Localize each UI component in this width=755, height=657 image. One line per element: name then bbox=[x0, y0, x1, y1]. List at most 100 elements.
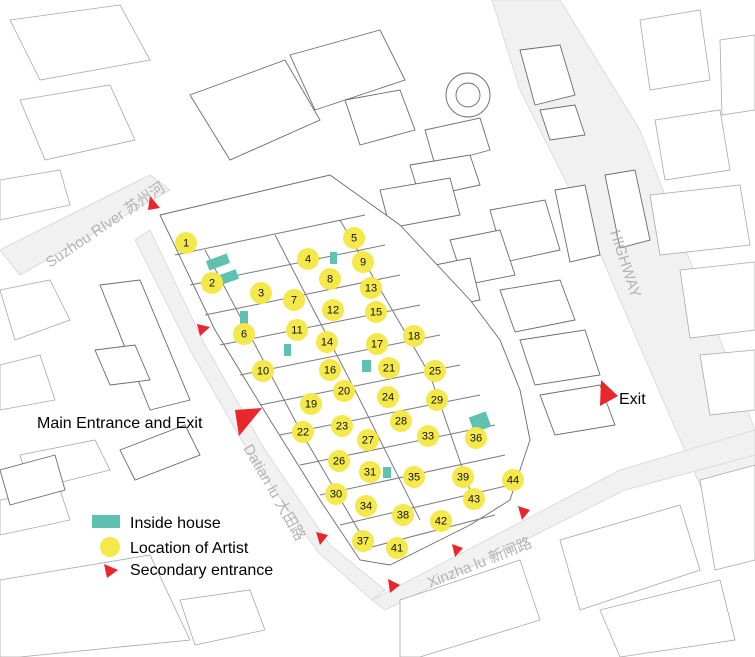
artist-marker-35[interactable]: 35 bbox=[403, 466, 425, 488]
artist-marker-number: 41 bbox=[391, 543, 403, 555]
artist-marker-dot[interactable] bbox=[325, 483, 347, 505]
artist-marker-number: 36 bbox=[470, 433, 482, 445]
artist-marker-14[interactable]: 14 bbox=[316, 331, 338, 353]
artist-marker-dot[interactable] bbox=[390, 410, 412, 432]
artist-marker-dot[interactable] bbox=[300, 393, 322, 415]
artist-marker-30[interactable]: 30 bbox=[325, 483, 347, 505]
artist-marker-dot[interactable] bbox=[355, 495, 377, 517]
artist-marker-8[interactable]: 8 bbox=[319, 268, 341, 290]
artist-marker-16[interactable]: 16 bbox=[319, 359, 341, 381]
artist-marker-dot[interactable] bbox=[424, 360, 446, 382]
artist-marker-12[interactable]: 12 bbox=[322, 299, 344, 321]
artist-marker-number: 23 bbox=[336, 421, 348, 433]
artist-marker-dot[interactable] bbox=[286, 319, 308, 341]
artist-marker-3[interactable]: 3 bbox=[250, 282, 272, 304]
artist-marker-6[interactable]: 6 bbox=[233, 323, 255, 345]
artist-marker-41[interactable]: 41 bbox=[386, 537, 408, 559]
artist-marker-36[interactable]: 36 bbox=[465, 427, 487, 449]
artist-marker-dot[interactable] bbox=[352, 251, 374, 273]
artist-marker-dot[interactable] bbox=[319, 359, 341, 381]
artist-marker-24[interactable]: 24 bbox=[377, 386, 399, 408]
artist-marker-dot[interactable] bbox=[343, 227, 365, 249]
artist-marker-number: 26 bbox=[333, 456, 345, 468]
artist-marker-dot[interactable] bbox=[319, 268, 341, 290]
artist-marker-15[interactable]: 15 bbox=[365, 301, 387, 323]
artist-marker-dot[interactable] bbox=[322, 299, 344, 321]
artist-marker-18[interactable]: 18 bbox=[403, 325, 425, 347]
secondary-entrance-marker[interactable] bbox=[148, 196, 160, 210]
artist-marker-dot[interactable] bbox=[386, 537, 408, 559]
main-entrance-arrow[interactable] bbox=[235, 408, 262, 436]
artist-marker-dot[interactable] bbox=[292, 421, 314, 443]
artist-marker-31[interactable]: 31 bbox=[359, 461, 381, 483]
artist-marker-11[interactable]: 11 bbox=[286, 319, 308, 341]
artist-marker-dot[interactable] bbox=[316, 331, 338, 353]
artist-marker-number: 15 bbox=[370, 307, 382, 319]
artist-marker-dot[interactable] bbox=[378, 357, 400, 379]
artist-marker-37[interactable]: 37 bbox=[352, 530, 374, 552]
artist-marker-43[interactable]: 43 bbox=[463, 488, 485, 510]
artist-marker-dot[interactable] bbox=[377, 386, 399, 408]
artist-marker-dot[interactable] bbox=[175, 232, 197, 254]
artist-marker-dot[interactable] bbox=[403, 325, 425, 347]
artist-marker-19[interactable]: 19 bbox=[300, 393, 322, 415]
artist-marker-dot[interactable] bbox=[250, 282, 272, 304]
artist-marker-dot[interactable] bbox=[233, 323, 255, 345]
inside-house-marker bbox=[240, 311, 248, 325]
artist-marker-25[interactable]: 25 bbox=[424, 360, 446, 382]
artist-marker-dot[interactable] bbox=[201, 272, 223, 294]
secondary-entrance-marker[interactable] bbox=[388, 579, 400, 593]
artist-marker-dot[interactable] bbox=[359, 461, 381, 483]
artist-marker-dot[interactable] bbox=[366, 333, 388, 355]
artist-marker-number: 37 bbox=[357, 536, 369, 548]
artist-marker-dot[interactable] bbox=[283, 289, 305, 311]
artist-marker-dot[interactable] bbox=[502, 469, 524, 491]
artist-marker-27[interactable]: 27 bbox=[357, 429, 379, 451]
secondary-entrance-marker[interactable] bbox=[452, 544, 463, 557]
artist-marker-dot[interactable] bbox=[465, 427, 487, 449]
artist-marker-22[interactable]: 22 bbox=[292, 421, 314, 443]
secondary-entrance-marker[interactable] bbox=[316, 532, 328, 545]
artist-marker-34[interactable]: 34 bbox=[355, 495, 377, 517]
artist-marker-21[interactable]: 21 bbox=[378, 357, 400, 379]
artist-marker-1[interactable]: 1 bbox=[175, 232, 197, 254]
artist-marker-dot[interactable] bbox=[426, 389, 448, 411]
artist-marker-17[interactable]: 17 bbox=[366, 333, 388, 355]
artist-marker-dot[interactable] bbox=[365, 301, 387, 323]
artist-marker-number: 10 bbox=[257, 366, 269, 378]
artist-marker-39[interactable]: 39 bbox=[452, 466, 474, 488]
artist-marker-42[interactable]: 42 bbox=[430, 510, 452, 532]
secondary-entrance-marker[interactable] bbox=[518, 506, 530, 520]
artist-marker-2[interactable]: 2 bbox=[201, 272, 223, 294]
artist-marker-dot[interactable] bbox=[331, 415, 353, 437]
artist-marker-dot[interactable] bbox=[297, 248, 319, 270]
artist-marker-33[interactable]: 33 bbox=[417, 425, 439, 447]
artist-marker-dot[interactable] bbox=[403, 466, 425, 488]
artist-marker-38[interactable]: 38 bbox=[392, 504, 414, 526]
artist-marker-13[interactable]: 13 bbox=[360, 277, 382, 299]
artist-marker-dot[interactable] bbox=[252, 360, 274, 382]
artist-marker-dot[interactable] bbox=[452, 466, 474, 488]
artist-marker-4[interactable]: 4 bbox=[297, 248, 319, 270]
artist-marker-dot[interactable] bbox=[352, 530, 374, 552]
artist-marker-dot[interactable] bbox=[463, 488, 485, 510]
artist-marker-dot[interactable] bbox=[357, 429, 379, 451]
artist-marker-dot[interactable] bbox=[430, 510, 452, 532]
artist-marker-26[interactable]: 26 bbox=[328, 450, 350, 472]
artist-marker-dot[interactable] bbox=[360, 277, 382, 299]
artist-marker-9[interactable]: 9 bbox=[352, 251, 374, 273]
exit-arrow[interactable] bbox=[600, 380, 618, 406]
artist-marker-20[interactable]: 20 bbox=[333, 380, 355, 402]
artist-marker-23[interactable]: 23 bbox=[331, 415, 353, 437]
artist-marker-29[interactable]: 29 bbox=[426, 389, 448, 411]
artist-marker-44[interactable]: 44 bbox=[502, 469, 524, 491]
artist-marker-dot[interactable] bbox=[328, 450, 350, 472]
artist-marker-28[interactable]: 28 bbox=[390, 410, 412, 432]
artist-marker-5[interactable]: 5 bbox=[343, 227, 365, 249]
artist-marker-dot[interactable] bbox=[392, 504, 414, 526]
artist-marker-dot[interactable] bbox=[417, 425, 439, 447]
secondary-entrance-marker[interactable] bbox=[197, 324, 210, 336]
artist-marker-7[interactable]: 7 bbox=[283, 289, 305, 311]
artist-marker-dot[interactable] bbox=[333, 380, 355, 402]
artist-marker-10[interactable]: 10 bbox=[252, 360, 274, 382]
